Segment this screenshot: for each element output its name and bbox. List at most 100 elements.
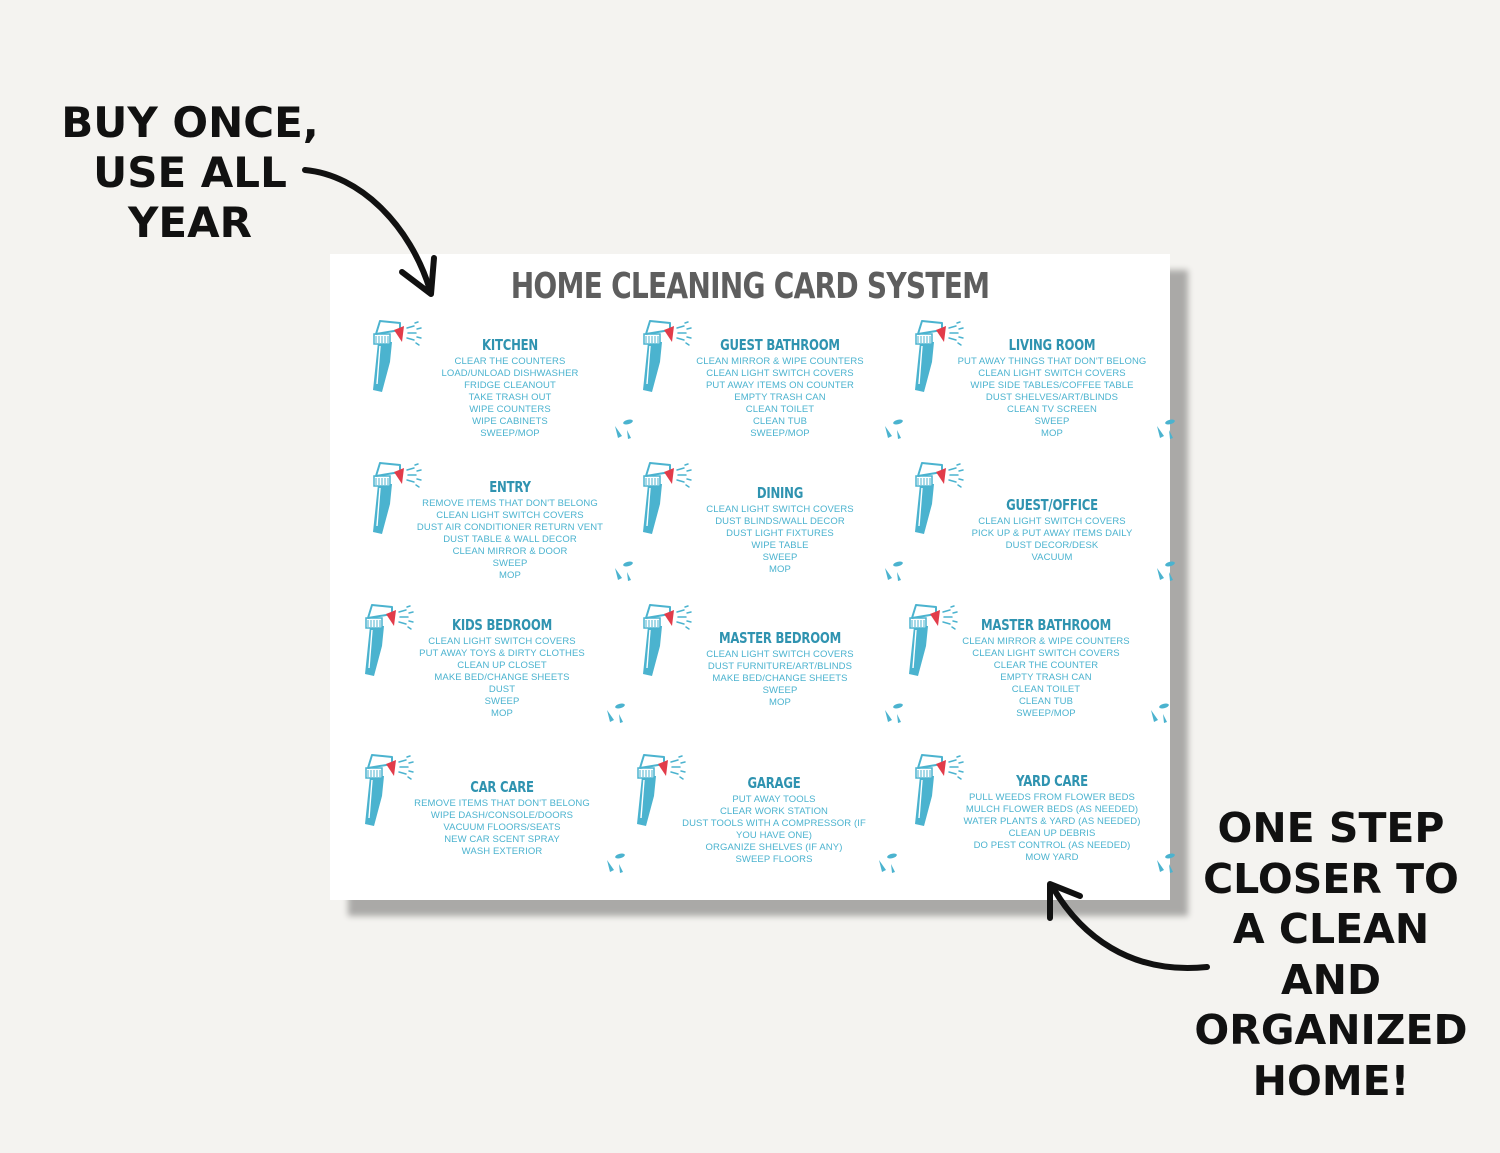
card-task: PUT AWAY THINGS THAT DON'T BELONG [957,356,1147,367]
card-task: CLEAN LIGHT SWITCH COVERS [978,516,1126,527]
card-title: KIDS BEDROOM [451,616,552,634]
card-task: DUST AIR CONDITIONER RETURN VENT [416,522,604,533]
card-task: EMPTY TRASH CAN [1000,672,1092,683]
card-task: REMOVE ITEMS THAT DON'T BELONG [422,498,598,509]
card-task: SWEEP [492,558,528,569]
spray-bottle-icon [915,320,964,392]
card-task: SWEEP [484,696,520,707]
card-task: MAKE BED/CHANGE SHEETS [712,673,848,684]
card-task: CLEAN TUB [752,416,808,427]
card-task: WIPE SIDE TABLES/COFFEE TABLE [970,380,1134,391]
card-task: VACUUM FLOORS/SEATS [443,822,561,833]
card-task: REMOVE ITEMS THAT DON'T BELONG [414,798,590,809]
card-task: PULL WEEDS FROM FLOWER BEDS [969,792,1135,803]
card-task: WIPE DASH/CONSOLE/DOORS [430,810,574,821]
water-drops-icon [615,561,633,581]
card-task: CLEAN MIRROR & DOOR [452,546,568,557]
water-drops-icon [607,853,625,873]
card-task: SWEEP [762,552,798,563]
card-task: EMPTY TRASH CAN [734,392,826,403]
water-drops-icon [1157,419,1175,439]
card-task: MAKE BED/CHANGE SHEETS [434,672,570,683]
spray-bottle-icon [373,320,422,392]
water-drops-icon [1151,703,1169,723]
water-drops-icon [607,703,625,723]
card-task: CLEAN LIGHT SWITCH COVERS [978,368,1126,379]
spray-bottle-icon [637,754,686,826]
water-drops-icon [615,419,633,439]
card-task: CLEAN TOILET [745,404,815,415]
cleaning-card: LIVING ROOM PUT AWAY THINGS THAT DON'T BE… [908,318,1178,448]
card-title: MASTER BATHROOM [980,616,1112,634]
card-title: GUEST/OFFICE [1006,496,1098,514]
card-task: CLEAN TOILET [1011,684,1081,695]
card-task: SWEEP [762,685,798,696]
card-task: MOP [769,564,791,575]
card-task: WASH EXTERIOR [461,846,543,857]
card-task: DUST TABLE & WALL DECOR [443,534,577,545]
card-task: DUST SHELVES/ART/BLINDS [985,392,1119,403]
card-task: CLEAR THE COUNTER [993,660,1099,671]
card-task: CLEAN LIGHT SWITCH COVERS [706,368,854,379]
card-task: CLEAN MIRROR & WIPE COUNTERS [696,356,864,367]
card-task: PUT AWAY ITEMS ON COUNTER [705,380,854,391]
card-task: DUST [488,684,516,695]
card-task: VACUUM [1031,552,1073,563]
card-title: ENTRY [489,478,531,496]
card-task: PUT AWAY TOYS & DIRTY CLOTHES [419,648,585,659]
callout-bottom-line: AND [1280,955,1382,1004]
card-task: LOAD/UNLOAD DISHWASHER [441,368,579,379]
spray-bottle-icon [915,462,964,534]
card-title: LIVING ROOM [1008,336,1096,354]
card-task: SWEEP FLOORS [735,854,813,865]
water-drops-icon [1157,561,1175,581]
card-task: MULCH FLOWER BEDS (AS NEEDED) [965,804,1139,815]
callout-top-line: USE ALL [93,148,287,197]
callout-bottom-line: CLOSER TO [1203,854,1459,903]
card-task: SWEEP/MOP [1016,708,1076,719]
spray-bottle-icon [643,320,692,392]
card-task: CLEAN UP DEBRIS [1008,828,1096,839]
card-task: WIPE CABINETS [472,416,548,427]
card-task: FRIDGE CLEANOUT [464,380,556,391]
sheet-title: HOME CLEANING CARD SYSTEM [510,266,990,307]
card-task: CLEAR WORK STATION [719,806,829,817]
callout-bottom: ONE STEP CLOSER TO A CLEAN AND ORGANIZED… [1190,803,1472,1106]
card-title: DINING [756,484,804,502]
water-drops-icon [1157,853,1175,873]
water-drops-icon [885,703,903,723]
card-task: PICK UP & PUT AWAY ITEMS DAILY [971,528,1133,539]
water-drops-icon [879,853,897,873]
card-task: CLEAN LIGHT SWITCH COVERS [428,636,576,647]
callout-top-line: YEAR [128,198,252,247]
card-task: CLEAN LIGHT SWITCH COVERS [436,510,584,521]
spray-bottle-icon [365,754,414,826]
spray-bottle-icon [909,604,958,676]
card-task: CLEAN TV SCREEN [1006,404,1097,415]
card-task: MOP [491,708,513,719]
callout-bottom-line: ORGANIZED [1194,1006,1468,1054]
card-title: MASTER BEDROOM [718,629,842,647]
card-task: WATER PLANTS & YARD (AS NEEDED) [963,816,1141,827]
card-task: TAKE TRASH OUT [468,392,552,403]
callout-bottom-line: HOME! [1252,1056,1410,1105]
water-drops-icon [885,419,903,439]
card-task: DUST BLINDS/WALL DECOR [715,516,845,527]
